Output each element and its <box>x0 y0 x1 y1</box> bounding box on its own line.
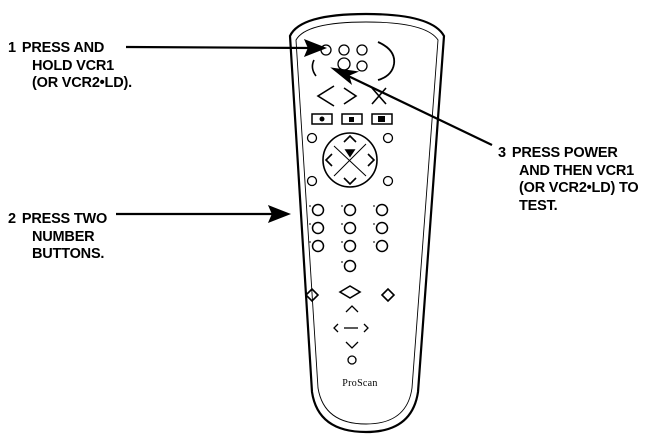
info-button[interactable] <box>382 132 394 144</box>
stop-icon <box>349 117 354 122</box>
go-back-button[interactable] <box>382 175 394 187</box>
transport-buttons <box>316 85 387 107</box>
step-number: 1 <box>8 40 16 56</box>
tv-button[interactable] <box>356 44 368 56</box>
callout-line: TEST. <box>519 197 558 214</box>
callout-press-two-number-buttons: 2 PRESS TWO NUMBER BUTTONS. <box>8 211 107 264</box>
channel-left-arrow-icon[interactable] <box>333 323 339 333</box>
vcr2-ld-button[interactable] <box>338 44 350 56</box>
callout-line: PRESS POWER <box>511 145 618 161</box>
arrowhead-3 <box>330 67 360 86</box>
remote-inner-edge <box>295 21 439 425</box>
pause-icon <box>378 116 385 122</box>
callout-line: BUTTONS. <box>32 246 105 262</box>
number-button[interactable] <box>375 203 389 217</box>
direction-ring[interactable] <box>322 132 378 188</box>
direction-pad <box>322 132 378 188</box>
arrowhead-2 <box>267 205 292 223</box>
callout-line: PRESS AND <box>21 40 105 56</box>
sleep-button[interactable] <box>347 355 357 365</box>
mode-button-a[interactable] <box>356 60 368 72</box>
center-ok-icon <box>344 149 356 158</box>
record-icon <box>319 116 325 122</box>
number-button[interactable] <box>311 239 325 253</box>
right-arrow-icon <box>367 153 376 167</box>
number-button[interactable] <box>343 239 357 253</box>
fast-forward-button[interactable] <box>371 87 387 105</box>
brand-logo: ProScan <box>342 378 377 389</box>
number-button[interactable] <box>375 239 389 253</box>
rewind-button[interactable] <box>316 85 335 107</box>
number-button[interactable] <box>375 221 389 235</box>
rocker-buttons <box>304 285 396 303</box>
lower-controls <box>333 305 369 365</box>
callout-press-and-hold: 1 PRESS AND HOLD VCR1 (OR VCR2•LD). <box>8 40 132 93</box>
step-number: 2 <box>8 211 16 227</box>
callout-line: PRESS TWO <box>21 211 108 227</box>
play-button[interactable] <box>343 87 358 105</box>
number-button[interactable] <box>311 221 325 235</box>
down-arrow-icon <box>343 177 357 186</box>
callout-press-power-test: 3 PRESS POWER AND THEN VCR1 (OR VCR2•LD) … <box>498 145 639 215</box>
callout-line: HOLD VCR1 <box>32 57 114 74</box>
channel-up-arrow-icon[interactable] <box>345 305 359 313</box>
mute-button[interactable] <box>338 285 362 299</box>
cable-button[interactable] <box>377 41 396 81</box>
up-arrow-icon <box>343 134 357 143</box>
leader-line-3 <box>343 73 493 146</box>
record-row <box>311 113 393 125</box>
leader-arrows <box>116 39 493 223</box>
volume-up-button[interactable] <box>380 287 396 303</box>
step-number: 3 <box>498 145 506 161</box>
clear-button[interactable] <box>306 175 318 187</box>
guide-button[interactable] <box>306 132 318 144</box>
left-mode-button[interactable] <box>311 59 317 77</box>
remote-body <box>288 12 446 434</box>
menu-buttons <box>306 132 394 144</box>
mid-side-buttons <box>306 175 394 187</box>
arrowhead-1 <box>303 39 328 57</box>
leader-line-1 <box>125 45 313 50</box>
number-button[interactable] <box>343 203 357 217</box>
callout-line: AND THEN VCR1 <box>519 162 635 179</box>
number-button[interactable] <box>343 259 357 273</box>
top-mode-buttons <box>311 41 396 81</box>
volume-down-button[interactable] <box>304 287 320 303</box>
number-button[interactable] <box>343 221 357 235</box>
channel-down-arrow-icon[interactable] <box>345 341 359 349</box>
channel-right-arrow-icon[interactable] <box>363 323 369 333</box>
direction-divider <box>333 143 367 177</box>
callout-line: (OR VCR2•LD). <box>32 75 132 91</box>
callout-line: (OR VCR2•LD) TO <box>519 180 639 196</box>
number-button[interactable] <box>311 203 325 217</box>
left-arrow-icon <box>324 153 333 167</box>
callout-line: NUMBER <box>32 228 95 245</box>
number-keypad <box>309 203 389 273</box>
